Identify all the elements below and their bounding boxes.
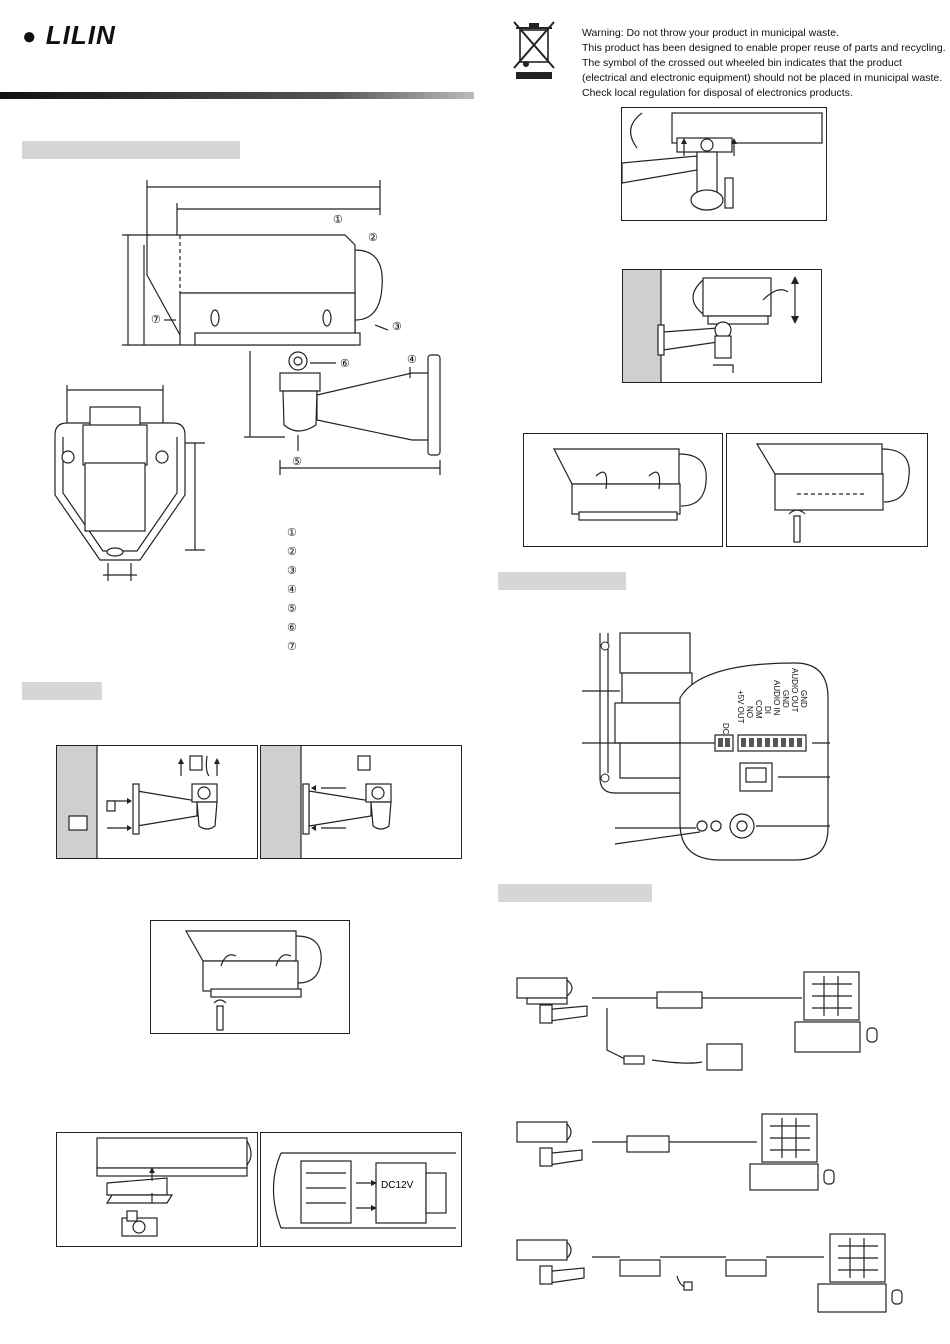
terminal-label: +5V OUT (736, 690, 745, 724)
install-step-power-wiring: DC12V (260, 1132, 462, 1247)
connector-diagram: DC12V +5V OUT NO COM DI AUDIO IN GND AUD… (582, 632, 830, 861)
callout-4: ④ (407, 354, 417, 366)
install-step-wall-mount-a (56, 745, 258, 859)
warning-line: The symbol of the crossed out wheeled bi… (582, 57, 902, 69)
legend-item: ⑦ (287, 641, 297, 653)
disposal-warning: Warning: Do not throw your product in mu… (582, 26, 946, 101)
system-diagram-switch-injector (516, 1233, 903, 1313)
callout-7: ⑦ (151, 314, 161, 326)
warning-line: This product has been designed to enable… (582, 42, 946, 54)
system-diagram-poe (516, 971, 878, 1071)
section-header-dimensions (22, 141, 240, 159)
terminal-label: GND (799, 690, 808, 708)
section-header-installation (22, 682, 102, 700)
terminal-label: AUDIO IN (772, 680, 781, 716)
callout-5: ⑤ (292, 456, 302, 468)
callout-6: ⑥ (340, 358, 350, 370)
terminal-label: NO (745, 706, 754, 718)
weee-bin-icon (513, 21, 555, 79)
logo-swoosh-icon: ● (22, 23, 38, 50)
terminal-label: COM (754, 700, 763, 719)
legend-item: ⑤ (287, 603, 297, 615)
brand-logo: ● LILIN (22, 20, 116, 51)
warning-line: Check local regulation for disposal of e… (582, 87, 853, 99)
front-view-drawing (54, 385, 205, 581)
parts-legend: ① ② ③ ④ ⑤ ⑥ ⑦ (287, 524, 297, 657)
adjust-step-bracket-screws (621, 107, 827, 221)
logo-text: LILIN (45, 20, 116, 50)
install-step-sunshield (150, 920, 350, 1034)
callout-1: ① (333, 214, 343, 226)
adjust-step-sunshield-fasten (726, 433, 928, 547)
legend-item: ⑥ (287, 622, 297, 634)
callout-2: ② (368, 232, 378, 244)
terminal-label: DI (763, 706, 772, 714)
legend-item: ③ (287, 565, 297, 577)
legend-item: ① (287, 527, 297, 539)
section-header-system-connection (498, 884, 652, 902)
install-step-wall-mount-b (260, 745, 462, 859)
legend-item: ④ (287, 584, 297, 596)
callout-3: ③ (392, 321, 402, 333)
section-header-connectors (498, 572, 626, 590)
install-step-bracket-attach (56, 1132, 258, 1247)
system-diagram-switch (516, 1113, 835, 1191)
header-rule (0, 92, 474, 99)
legend-item: ② (287, 546, 297, 558)
terminal-label: GND (781, 690, 790, 708)
warning-line: Warning: Do not throw your product in mu… (582, 27, 839, 39)
adjust-step-sunshield-remove (523, 433, 723, 547)
warning-line: (electrical and electronic equipment) sh… (582, 72, 943, 84)
terminal-label: AUDIO OUT (790, 668, 799, 713)
power-board-label: DC12V (381, 1180, 414, 1191)
dimension-drawing: ① ② ③ ⑦ ⑥ ④ ⑤ (122, 180, 441, 475)
adjust-step-tilt (622, 269, 822, 383)
